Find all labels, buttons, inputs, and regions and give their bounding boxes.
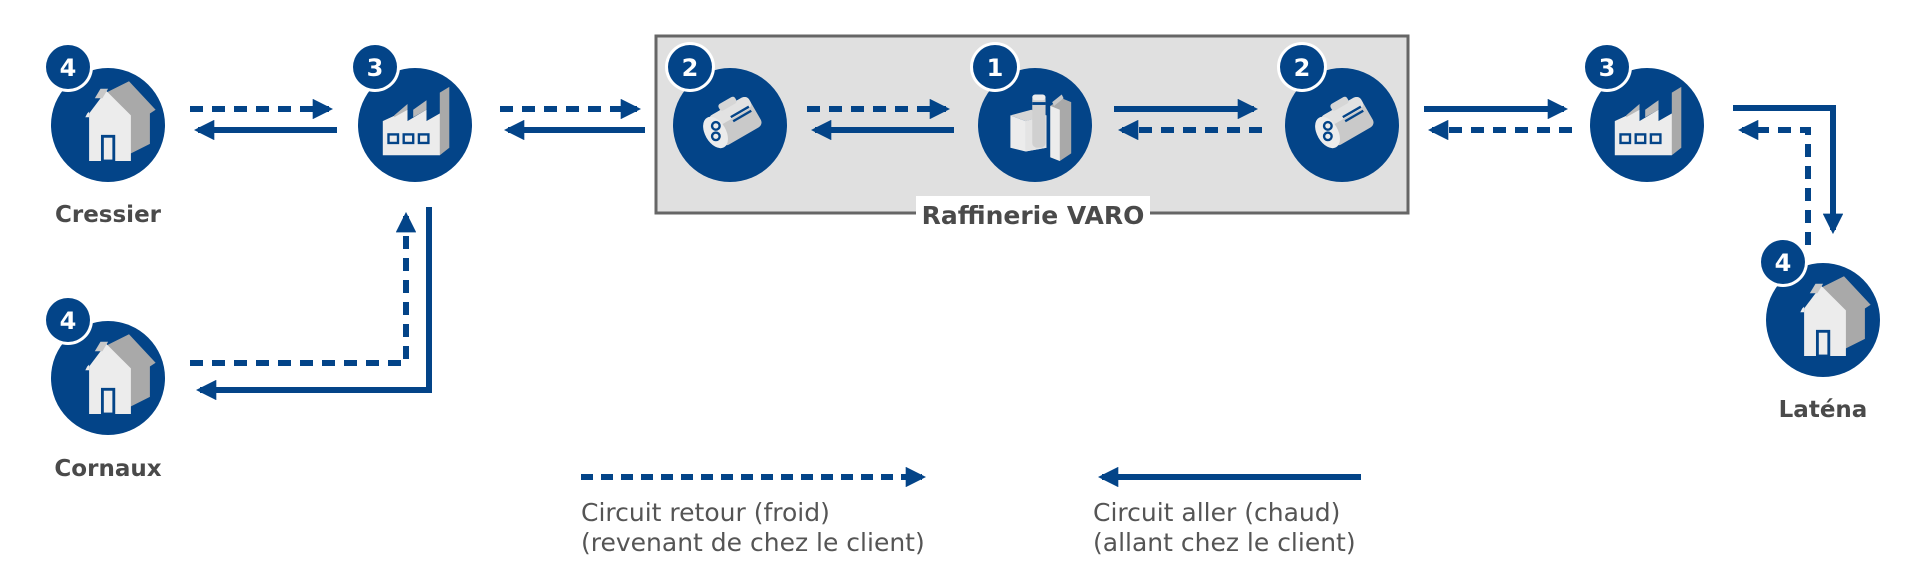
return-flow-arrow-cornaux-to-factory-left (190, 211, 417, 366)
step-badge-number: 1 (987, 54, 1004, 82)
node-tank-left: 2 (665, 42, 787, 182)
node-label-latena: Laténa (1779, 397, 1868, 423)
legend-return-line1: Circuit retour (froid) (581, 498, 830, 527)
step-badge-number: 4 (60, 54, 77, 82)
step-badge-number: 3 (1599, 54, 1616, 82)
supply-flow-arrow-factory-left-to-cornaux (195, 207, 432, 401)
node-label-cressier: Cressier (55, 202, 162, 228)
step-badge-number: 2 (1294, 54, 1311, 82)
step-badge-number: 3 (367, 54, 384, 82)
step-badge (353, 45, 397, 89)
step-badge-number: 4 (1775, 249, 1792, 277)
node-factory-left: 3 (350, 42, 472, 182)
node-refinery: 1 (970, 42, 1092, 182)
step-badge (1761, 240, 1805, 284)
legend-supply-line1: Circuit aller (chaud) (1093, 498, 1340, 527)
step-badge (1280, 45, 1324, 89)
step-badge-number: 4 (60, 307, 77, 335)
supply-flow-arrow-factory-right-to-latena (1733, 105, 1844, 235)
return-flow-arrow-latena-to-factory-right (1737, 119, 1811, 245)
legend-supply-line2: (allant chez le client) (1093, 528, 1356, 557)
step-badge (1585, 45, 1629, 89)
step-badge (668, 45, 712, 89)
step-badge-number: 2 (682, 54, 699, 82)
step-badge (46, 298, 90, 342)
legend: Circuit retour (froid) (revenant de chez… (581, 466, 1361, 557)
refinery-box-label: Raffinerie VARO (922, 201, 1145, 230)
refinery-box-label-bg (916, 196, 1150, 230)
node-factory-right: 3 (1582, 42, 1704, 182)
step-badge (973, 45, 1017, 89)
flow-arrows (190, 98, 1844, 401)
node-label-cornaux: Cornaux (54, 456, 161, 482)
legend-return-line2: (revenant de chez le client) (581, 528, 925, 557)
step-badge (46, 45, 90, 89)
node-tank-right: 2 (1277, 42, 1399, 182)
